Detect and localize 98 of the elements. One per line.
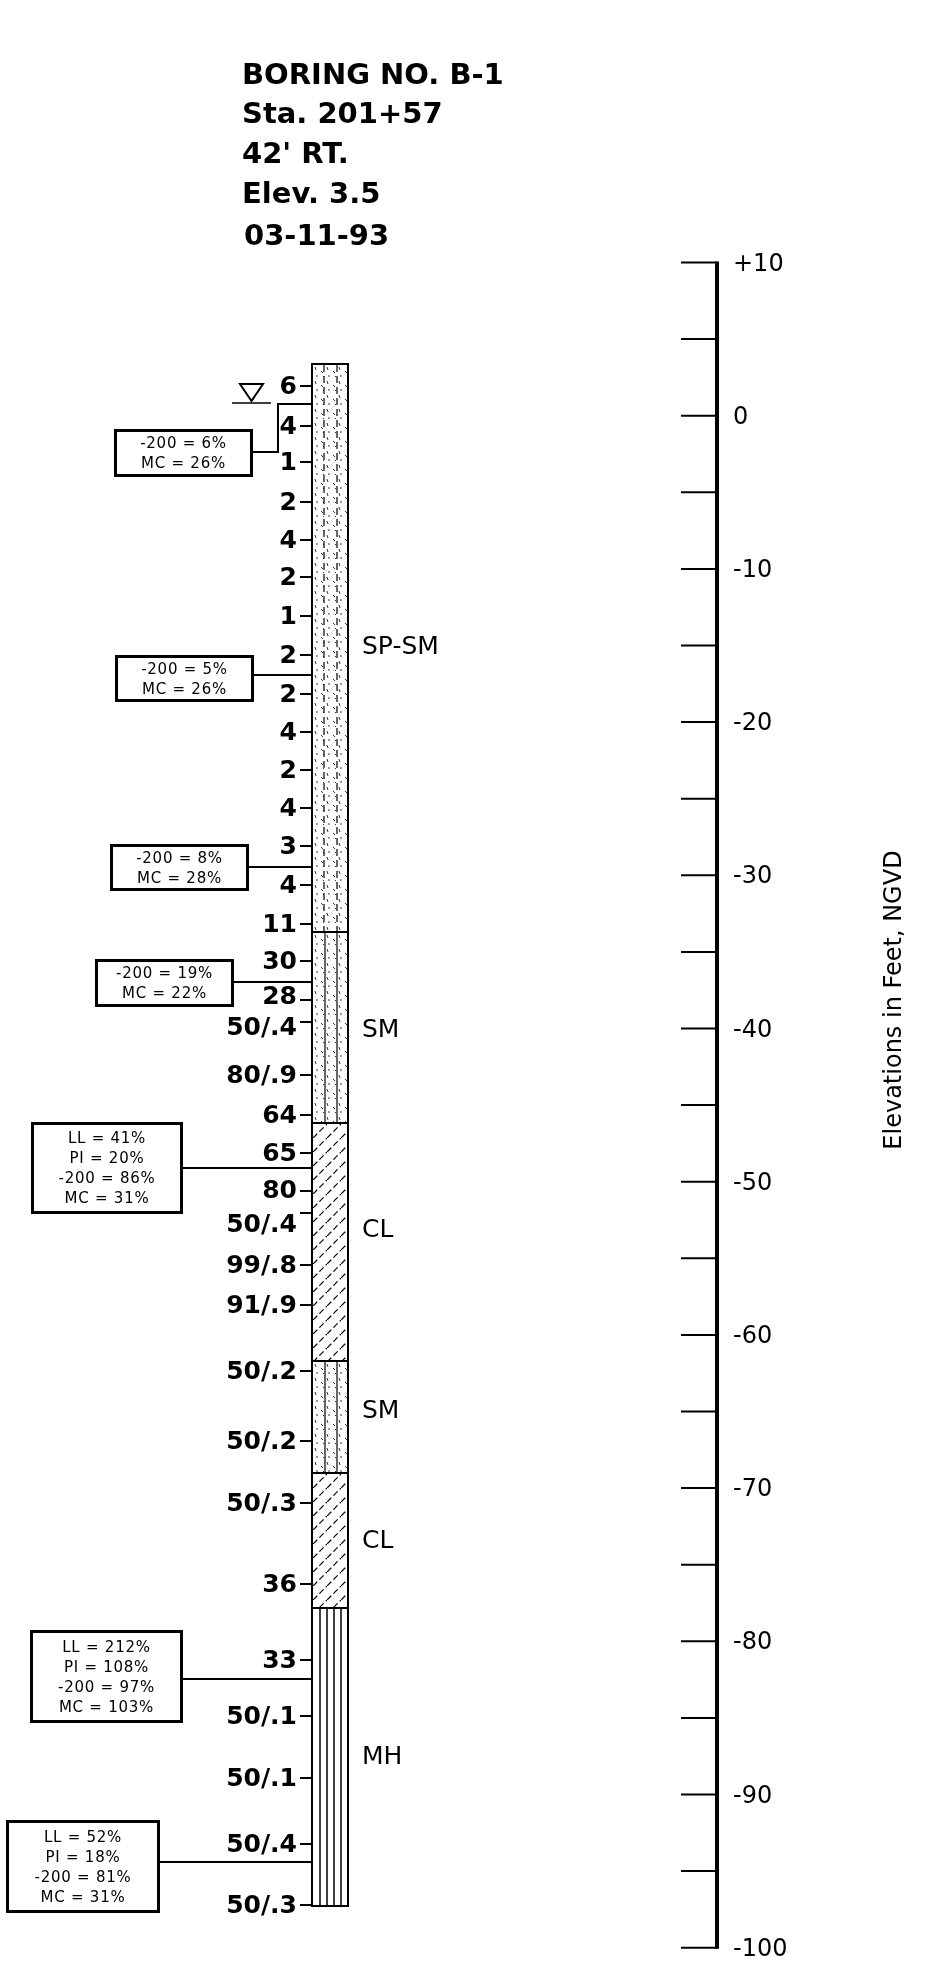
test-result: -200 = 86% bbox=[58, 1168, 156, 1188]
test-result-box bbox=[30, 1630, 183, 1723]
test-result: PI = 20% bbox=[69, 1148, 145, 1168]
elevation-value: -90 bbox=[733, 1779, 773, 1810]
blow-count: 65 bbox=[262, 1138, 297, 1168]
test-result: -200 = 81% bbox=[34, 1866, 132, 1887]
blow-count: 6 bbox=[279, 371, 297, 401]
blow-count: 4 bbox=[279, 525, 297, 555]
test-result: LL = 212% bbox=[62, 1636, 151, 1657]
blow-count: 33 bbox=[262, 1645, 297, 1675]
header-text: Elev. 3.5 bbox=[242, 175, 381, 211]
test-result-box bbox=[110, 844, 249, 891]
blow-count: 50/.2 bbox=[226, 1426, 297, 1456]
leader-line bbox=[233, 981, 312, 983]
elevation-value: +10 bbox=[733, 247, 784, 278]
soil-type-label: SP-SM bbox=[362, 631, 439, 661]
soil-layer bbox=[311, 931, 349, 1124]
leader-line bbox=[253, 674, 312, 676]
blow-count: 2 bbox=[279, 679, 297, 709]
elevation-value: -70 bbox=[733, 1473, 773, 1504]
blow-count: 50/.4 bbox=[226, 1012, 297, 1042]
blow-count: 91/.9 bbox=[226, 1290, 297, 1320]
elevation-value: -50 bbox=[733, 1166, 773, 1197]
elevation-value: -10 bbox=[733, 553, 773, 584]
test-result: LL = 41% bbox=[67, 1128, 147, 1148]
blow-count: 2 bbox=[279, 562, 297, 592]
test-result: MC = 31% bbox=[40, 1886, 126, 1907]
blow-count: 50/.2 bbox=[226, 1356, 297, 1386]
soil-layer bbox=[311, 1122, 349, 1362]
test-result-box bbox=[31, 1122, 183, 1214]
blow-count: 50/.4 bbox=[226, 1209, 297, 1239]
soil-layer bbox=[311, 1472, 349, 1609]
header-text: 42' RT. bbox=[242, 135, 349, 171]
blow-count: 4 bbox=[279, 870, 297, 900]
test-result: PI = 18% bbox=[45, 1846, 121, 1867]
elevation-value: -30 bbox=[733, 860, 773, 891]
blow-count: 50/.3 bbox=[226, 1488, 297, 1518]
blow-count: 4 bbox=[279, 411, 297, 441]
blow-count: 50/.1 bbox=[226, 1763, 297, 1793]
leader-line bbox=[159, 1861, 312, 1863]
blow-count: 28 bbox=[262, 981, 297, 1011]
soil-type-label: MH bbox=[362, 1741, 403, 1771]
blow-count: 64 bbox=[262, 1100, 297, 1130]
blow-count: 80/.9 bbox=[226, 1060, 297, 1090]
soil-layer bbox=[311, 1607, 349, 1907]
blow-count: 99/.8 bbox=[226, 1250, 297, 1280]
blow-count: 4 bbox=[279, 793, 297, 823]
test-result: MC = 103% bbox=[58, 1696, 155, 1717]
blow-count: 2 bbox=[279, 640, 297, 670]
blow-count: 50/.1 bbox=[226, 1701, 297, 1731]
soil-layer bbox=[311, 363, 349, 933]
elevation-value: -60 bbox=[733, 1319, 773, 1350]
test-result: LL = 52% bbox=[43, 1826, 123, 1847]
blow-count: 3 bbox=[279, 831, 297, 861]
test-result: MC = 26% bbox=[141, 453, 226, 473]
test-result: -200 = 19% bbox=[116, 963, 213, 983]
leader-line bbox=[248, 866, 312, 868]
soil-type-label: SM bbox=[362, 1014, 400, 1044]
blow-count: 50/.4 bbox=[226, 1829, 297, 1859]
leader-line bbox=[182, 1678, 312, 1680]
blow-count: 2 bbox=[279, 487, 297, 517]
blow-count: 11 bbox=[262, 909, 297, 939]
soil-type-label: SM bbox=[362, 1395, 400, 1425]
test-result-box bbox=[6, 1820, 160, 1913]
blow-count: 50/.3 bbox=[226, 1890, 297, 1920]
blow-count: 80 bbox=[262, 1175, 297, 1205]
header-text: Sta. 201+57 bbox=[242, 95, 443, 131]
test-result: -200 = 6% bbox=[140, 433, 227, 453]
leader-line bbox=[182, 1167, 312, 1169]
soil-type-label: CL bbox=[362, 1525, 394, 1555]
leader-line bbox=[252, 403, 312, 453]
soil-layer bbox=[311, 1360, 349, 1474]
test-result: MC = 26% bbox=[142, 678, 227, 699]
elevation-value: -20 bbox=[733, 707, 773, 738]
elevation-value: -40 bbox=[733, 1013, 773, 1044]
test-result: MC = 22% bbox=[122, 983, 207, 1003]
blow-count: 2 bbox=[279, 755, 297, 785]
test-result: MC = 28% bbox=[137, 867, 222, 888]
title: BORING NO. B-1 bbox=[242, 56, 504, 92]
blow-count: 1 bbox=[279, 601, 297, 631]
elevation-value: 0 bbox=[733, 400, 749, 431]
test-result-box bbox=[115, 655, 254, 702]
axis-title: Elevations in Feet, NGVD bbox=[878, 849, 908, 1152]
elevation-value: -100 bbox=[733, 1932, 788, 1963]
blow-count: 1 bbox=[279, 447, 297, 477]
test-result-box bbox=[95, 959, 234, 1007]
header-text: 03-11-93 bbox=[244, 217, 390, 253]
test-result: PI = 108% bbox=[63, 1656, 150, 1677]
blow-count: 36 bbox=[262, 1569, 297, 1599]
test-result: -200 = 8% bbox=[136, 847, 223, 868]
test-result: MC = 31% bbox=[64, 1188, 150, 1208]
test-result-box bbox=[114, 429, 253, 477]
elevation-value: -80 bbox=[733, 1626, 773, 1657]
test-result: -200 = 5% bbox=[141, 658, 228, 679]
test-result: -200 = 97% bbox=[58, 1676, 155, 1697]
soil-type-label: CL bbox=[362, 1214, 394, 1244]
blow-count: 4 bbox=[279, 717, 297, 747]
blow-count: 30 bbox=[262, 946, 297, 976]
